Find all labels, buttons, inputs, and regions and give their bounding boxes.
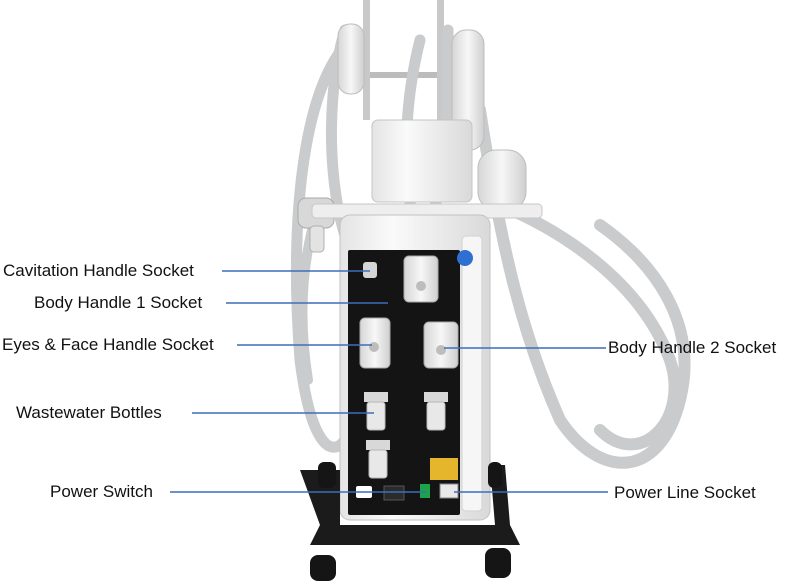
label-cavitation-handle-socket: Cavitation Handle Socket	[3, 261, 194, 280]
label-body-handle-2-socket: Body Handle 2 Socket	[608, 338, 777, 357]
sockets	[359, 255, 459, 369]
base-and-wheels	[300, 462, 520, 581]
hanger-poles	[363, 0, 444, 120]
label-wastewater-bottles: Wastewater Bottles	[16, 403, 162, 422]
label-eyes-face-handle-socket: Eyes & Face Handle Socket	[2, 335, 214, 354]
label-power-switch: Power Switch	[50, 482, 153, 501]
leader-lines	[170, 270, 608, 493]
label-power-line-socket: Power Line Socket	[614, 483, 756, 502]
wastewater-bottles	[364, 392, 448, 479]
bottom-panel-details	[356, 458, 459, 501]
label-body-handle-1-socket: Body Handle 1 Socket	[34, 293, 203, 312]
